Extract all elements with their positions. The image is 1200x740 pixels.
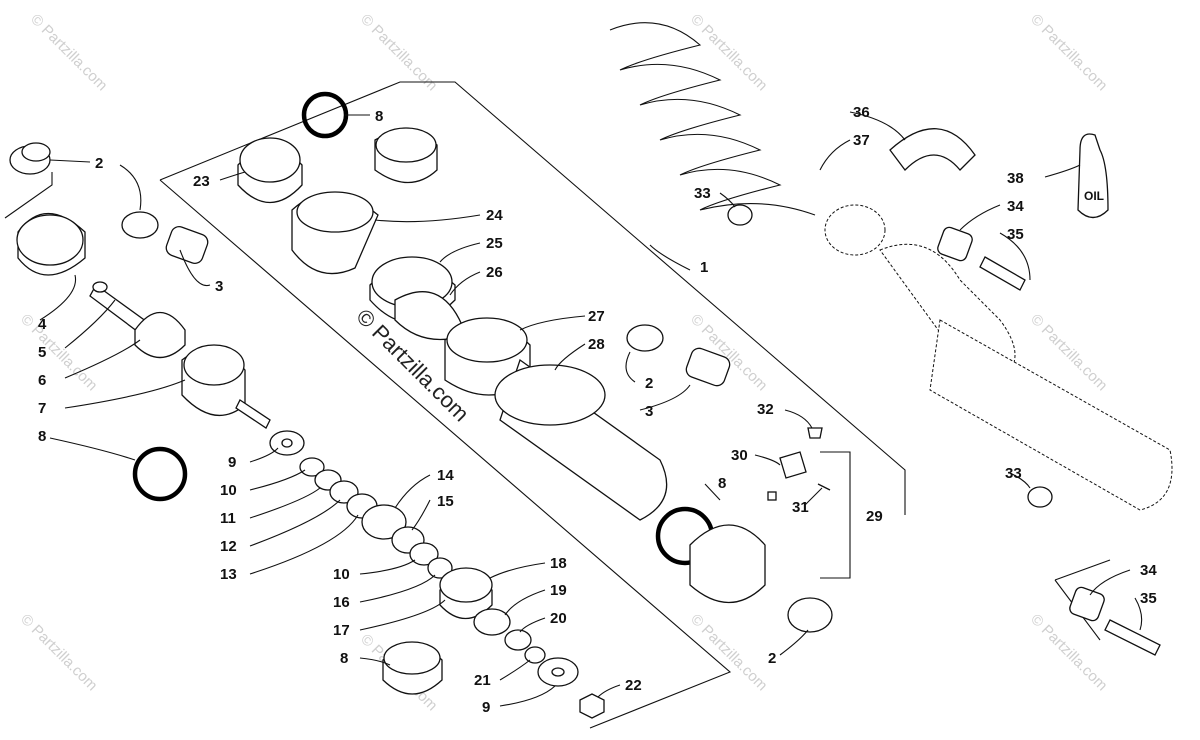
callout-26: 26 [486,264,503,281]
callout-9: 9 [228,454,236,471]
callout-31: 31 [792,499,809,516]
bolt-35 [979,256,1026,291]
bushing-2 [626,324,664,352]
callout-9: 9 [482,699,490,716]
assembly-bracket-lines [4,81,1111,729]
callout-6: 6 [38,372,46,389]
callout-29: 29 [866,508,883,525]
cap-32 [807,427,823,439]
callout-2: 2 [768,650,776,667]
o-ring-8 [132,446,188,502]
eyelet-ghost [824,204,886,256]
bumper-6 [134,312,186,359]
callout-1: 1 [700,259,708,276]
center-body-assembly [237,91,833,633]
callout-8: 8 [38,428,46,445]
callout-10: 10 [220,482,237,499]
callout-20: 20 [550,610,567,627]
callout-34: 34 [1140,562,1157,579]
left-rod-assembly [9,142,605,719]
o-ring-8 [301,91,349,139]
bushing-33 [1027,486,1053,508]
callout-10: 10 [333,566,350,583]
sleeve-34 [937,226,973,262]
callout-34: 34 [1007,198,1024,215]
watermark-tile: © Partzilla.com [1027,611,1110,694]
oil-bottle-38 [1077,133,1109,219]
callout-5: 5 [38,344,46,361]
callout-15: 15 [437,493,454,510]
callout-19: 19 [550,582,567,599]
right-assembly: OIL [609,22,1173,656]
callout-23: 23 [193,173,210,190]
watermark-tile: © Partzilla.com [27,11,110,94]
watermark-tile: © Partzilla.com [687,611,770,694]
nut-22 [579,693,605,719]
callout-18: 18 [550,555,567,572]
callout-labels: 1 2 2 2 3 3 4 5 6 7 8 8 8 8 9 9 10 10 11… [38,104,1157,716]
shim-14 [361,504,407,540]
valve-30 [779,451,807,479]
callout-32: 32 [757,401,774,418]
shock-ghost-body [929,319,1173,511]
core-31 [817,483,831,491]
watermark-tile: © Partzilla.com [687,11,770,94]
shim-16 [427,557,453,579]
callout-24: 24 [486,207,503,224]
callout-13: 13 [220,566,237,583]
callout-36: 36 [853,104,870,121]
callout-27: 27 [588,308,605,325]
callout-11: 11 [220,510,236,527]
shim-10 [409,542,439,566]
callout-8: 8 [340,650,348,667]
callout-28: 28 [588,336,605,353]
bushing-2 [787,597,833,633]
callout-4: 4 [38,316,47,333]
callout-30: 30 [731,447,748,464]
leader-lines [39,111,1143,707]
sleeve-3 [685,347,731,387]
spring-37 [609,22,816,216]
callout-35: 35 [1007,226,1024,243]
shim-10 [299,457,325,477]
callout-33: 33 [694,185,711,202]
watermark-tile: © Partzilla.com [1027,11,1110,94]
sleeve-34 [1069,586,1105,622]
callout-22: 22 [625,677,642,694]
bushing-33 [727,204,753,226]
bushing-2 [121,211,159,239]
callout-37: 37 [853,132,870,149]
callout-21: 21 [474,672,491,689]
callout-7: 7 [38,400,46,417]
end-cap [689,524,766,604]
watermark-tile: © Partzilla.com [17,611,100,694]
shim-19 [473,608,511,636]
callout-25: 25 [486,235,503,252]
sleeve-3 [165,226,209,264]
valve-insert [767,491,777,501]
callout-14: 14 [437,467,454,484]
callout-38: 38 [1007,170,1024,187]
shim-21 [524,646,546,664]
callout-8: 8 [375,108,383,125]
callout-3: 3 [215,278,223,295]
bolt-35 [1104,619,1161,656]
oil-label: OIL [1084,189,1104,203]
callout-12: 12 [220,538,237,555]
callout-33: 33 [1005,465,1022,482]
callout-16: 16 [333,594,350,611]
callout-3: 3 [645,403,653,420]
callout-35: 35 [1140,590,1157,607]
callout-17: 17 [333,622,350,639]
callout-8: 8 [718,475,726,492]
callout-2: 2 [95,155,103,172]
callout-2: 2 [645,375,653,392]
spring-retainer-36 [889,128,976,171]
shim-20 [504,629,532,651]
watermark-tile: © Partzilla.com [17,311,100,394]
